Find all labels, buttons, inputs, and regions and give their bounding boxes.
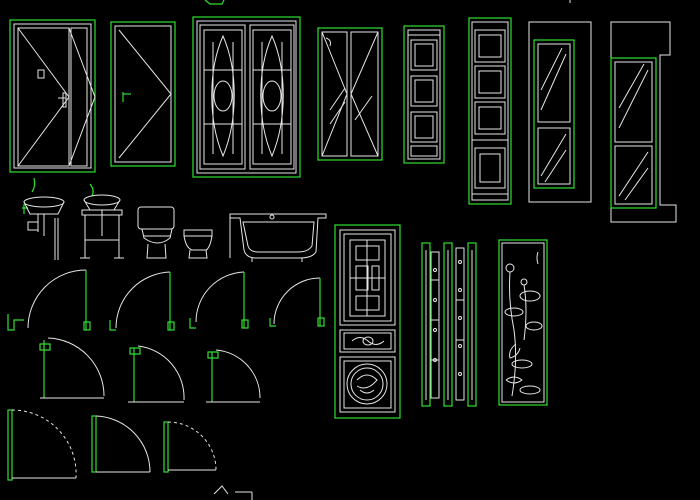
lattice-cabinet-1: [403, 25, 445, 164]
door-swings-row-1: [7, 269, 325, 331]
carved-screen-panel: [334, 224, 401, 419]
double-door-leaded-glass: [192, 16, 301, 178]
washbasins: [22, 177, 124, 260]
window-section-2: [610, 21, 677, 223]
door-elevation-1: [9, 19, 96, 173]
carved-columns: [421, 242, 477, 407]
door-swings-row-3: [7, 409, 217, 481]
glass-door: [317, 27, 383, 161]
bottom-edge-fragment: [213, 485, 253, 500]
window-section-1: [528, 21, 592, 203]
top-edge-fragment: [204, 0, 571, 5]
lattice-cabinet-2: [468, 17, 512, 205]
lotus-panel: [498, 239, 548, 406]
door-elevation-2: [110, 21, 176, 167]
door-swings-row-2: [39, 337, 261, 403]
bidet: [183, 229, 213, 259]
toilet: [137, 206, 175, 259]
bathtub: [229, 213, 327, 262]
